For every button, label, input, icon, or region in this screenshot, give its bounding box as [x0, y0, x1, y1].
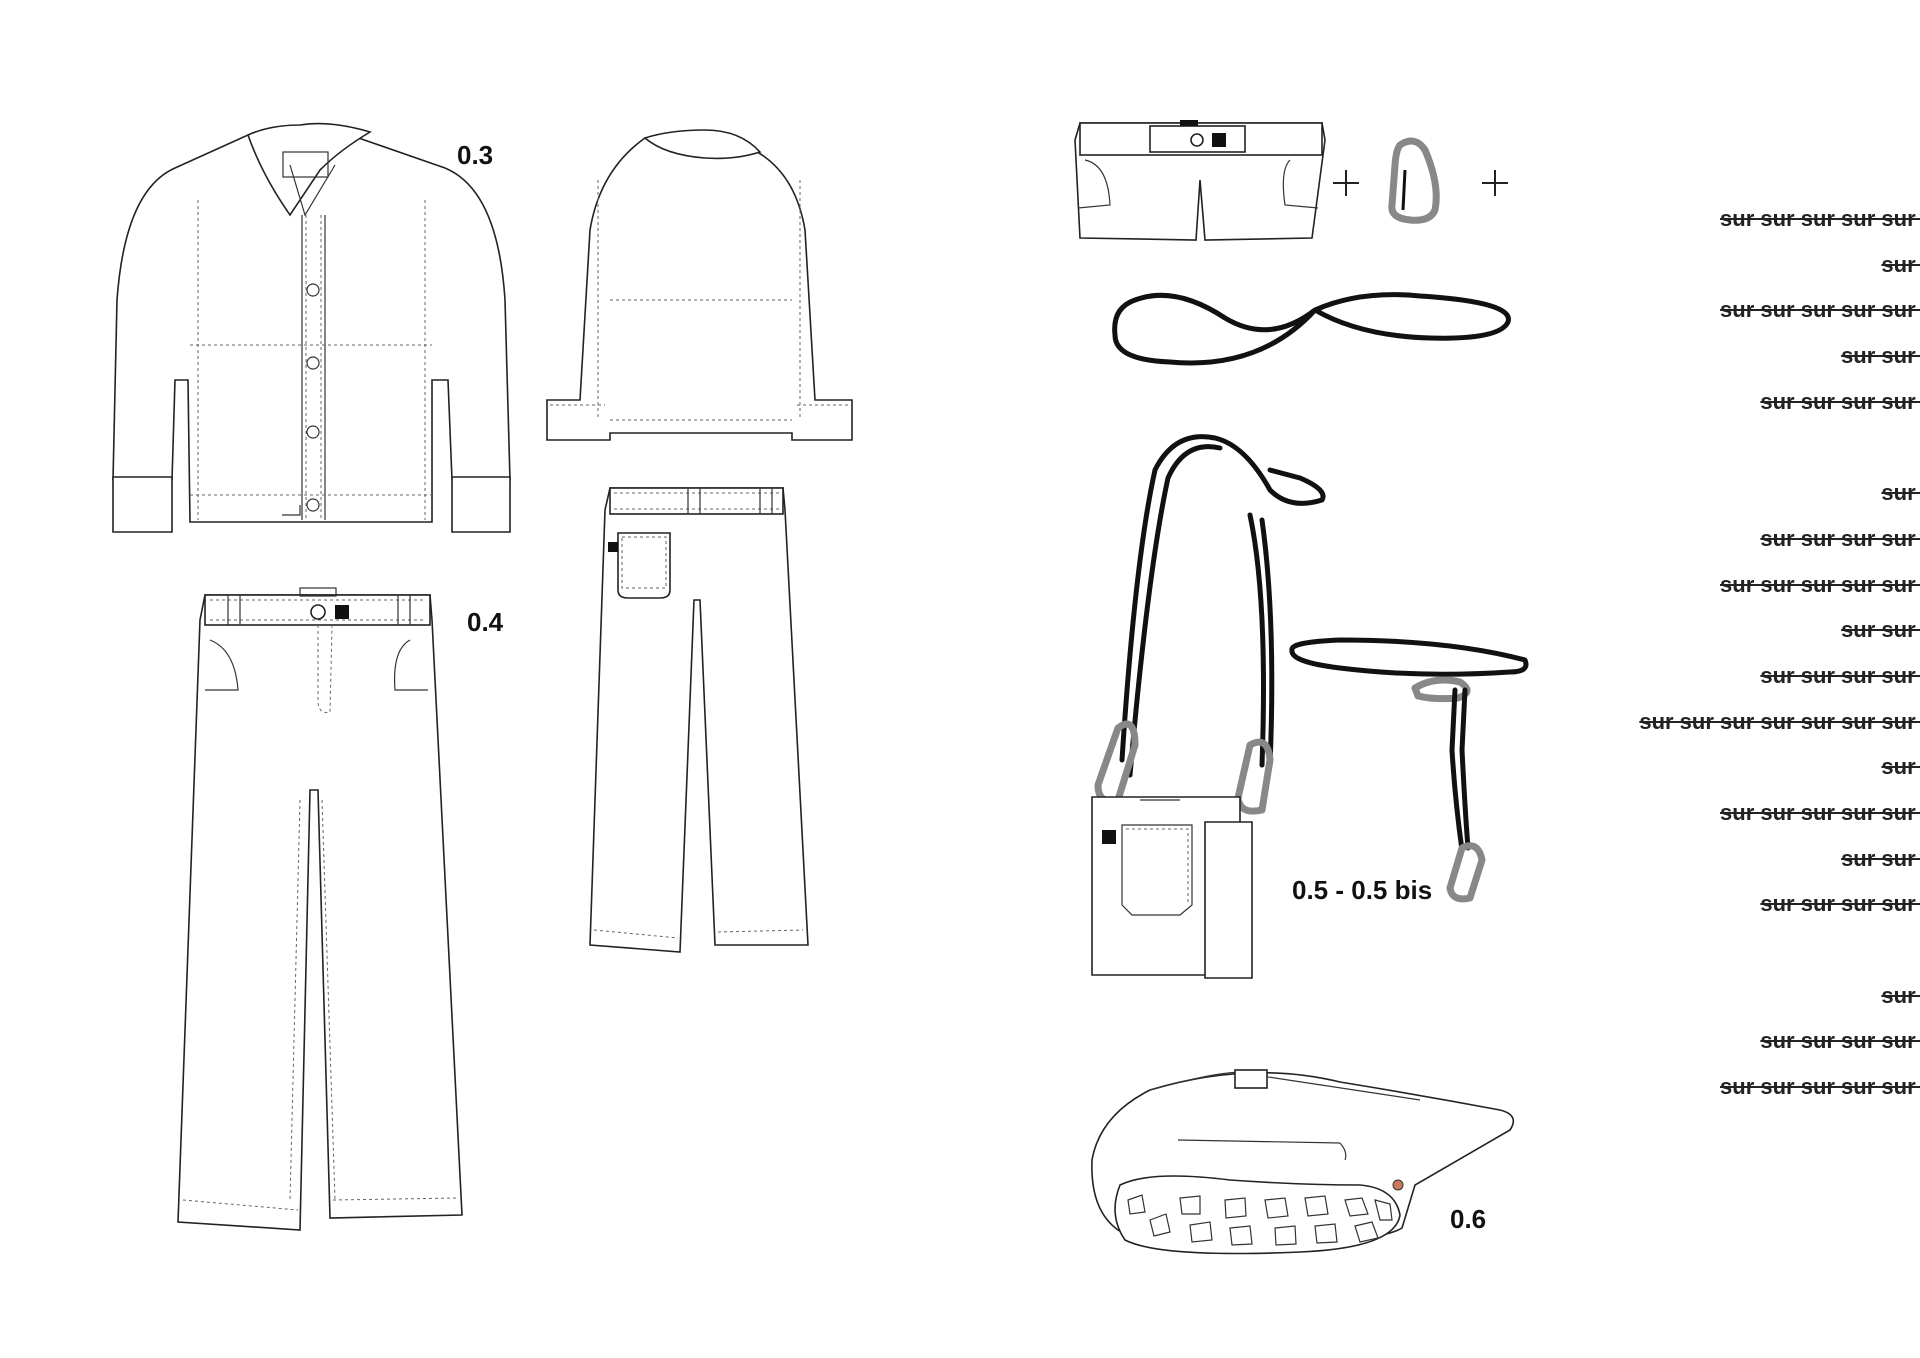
plus-icon	[1482, 170, 1508, 196]
strikethrough-text-column: sur sur sur sur sur s sur s sur sur sur …	[1500, 196, 1920, 1110]
sur-text-line: s	[1500, 424, 1920, 470]
pants-front-sketch	[177, 587, 463, 1231]
sur-text-line: sur sur sur sur s	[1760, 662, 1920, 688]
pants-number-label: 0.4	[467, 607, 504, 637]
sur-text-line: sur sur s	[1841, 617, 1920, 643]
sur-text-line: sur sur s	[1841, 343, 1920, 369]
sur-text-line: sur sur sur sur sur s	[1720, 1074, 1920, 1100]
cord-loop-sketch	[1112, 292, 1511, 366]
sur-text-line: sur s	[1881, 480, 1920, 506]
sur-text-line: sur sur sur sur s	[1760, 388, 1920, 414]
sur-text-line: sur sur sur sur sur s	[1720, 799, 1920, 825]
plus-icon	[1333, 170, 1359, 196]
jacket-number-label: 0.3	[457, 140, 494, 170]
sur-text-line: sur sur sur sur sur s	[1720, 206, 1920, 231]
sur-text-line: sur sur sur sur s	[1760, 1028, 1920, 1054]
sur-text-line: sur sur sur sur sur s	[1720, 571, 1920, 597]
crossbody-bag-sketch	[1091, 434, 1326, 979]
pants-back-sketch	[589, 487, 809, 953]
carabiner-icon	[1388, 137, 1440, 224]
sur-text-line: s	[1500, 927, 1920, 973]
bag-number-label: 0.5 - 0.5 bis	[1292, 875, 1433, 905]
sur-text-line: sur s	[1881, 754, 1920, 780]
sur-text-line: sur s	[1881, 982, 1920, 1008]
sur-text-line: sur sur sur sur s	[1760, 891, 1920, 917]
sur-text-line: sur sur s	[1841, 845, 1920, 871]
sur-text-line: sur sur sur sur sur s	[1720, 297, 1920, 323]
belt-cord-sketch	[1289, 637, 1529, 903]
sur-text-line: sur sur sur sur s	[1760, 525, 1920, 551]
shoe-bag-sketch	[1091, 1069, 1515, 1255]
jacket-back-sketch	[546, 129, 853, 441]
mini-pants-sketch	[1074, 120, 1326, 241]
sur-text-line: sur sur sur sur sur sur sur s	[1639, 708, 1920, 734]
sur-text-line: sur s	[1881, 251, 1920, 277]
jacket-front-sketch	[112, 122, 511, 533]
shoe-bag-number-label: 0.6	[1450, 1204, 1487, 1234]
